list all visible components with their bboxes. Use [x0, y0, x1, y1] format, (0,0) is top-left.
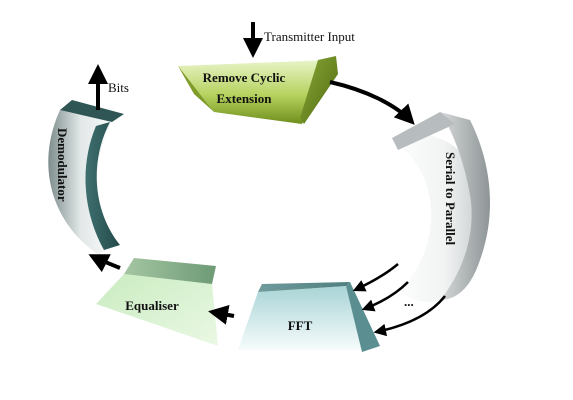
- remove-cyclic-label-line2: Extension: [217, 91, 273, 106]
- remove-to-serial-arrow: [329, 80, 415, 125]
- equaliser-label: Equaliser: [125, 298, 179, 313]
- equaliser-to-demod-arrow: [88, 254, 121, 273]
- parallel-arrow-2: [361, 281, 409, 312]
- transmitter-input-label: Transmitter Input: [264, 29, 355, 44]
- flow-arrows: [88, 22, 415, 325]
- remove-cyclic-block: Remove Cyclic Extension: [178, 56, 338, 124]
- parallel-arrows: [352, 263, 446, 337]
- equaliser-block: Equaliser: [96, 258, 218, 346]
- bits-label: Bits: [108, 80, 129, 95]
- ellipsis-label: ...: [404, 294, 414, 309]
- demodulator-block: Demodulator: [48, 100, 124, 254]
- fft-to-equaliser-arrow: [208, 305, 235, 325]
- serial-to-parallel-block: Serial to Parallel: [390, 112, 491, 302]
- parallel-arrow-3: [373, 295, 446, 337]
- serial-to-parallel-label: Serial to Parallel: [443, 152, 458, 246]
- fft-label: FFT: [288, 318, 313, 333]
- remove-cyclic-label-line1: Remove Cyclic: [203, 70, 286, 85]
- parallel-arrow-1: [352, 263, 399, 292]
- demodulator-label: Demodulator: [55, 128, 70, 202]
- fft-block: FFT: [238, 282, 380, 352]
